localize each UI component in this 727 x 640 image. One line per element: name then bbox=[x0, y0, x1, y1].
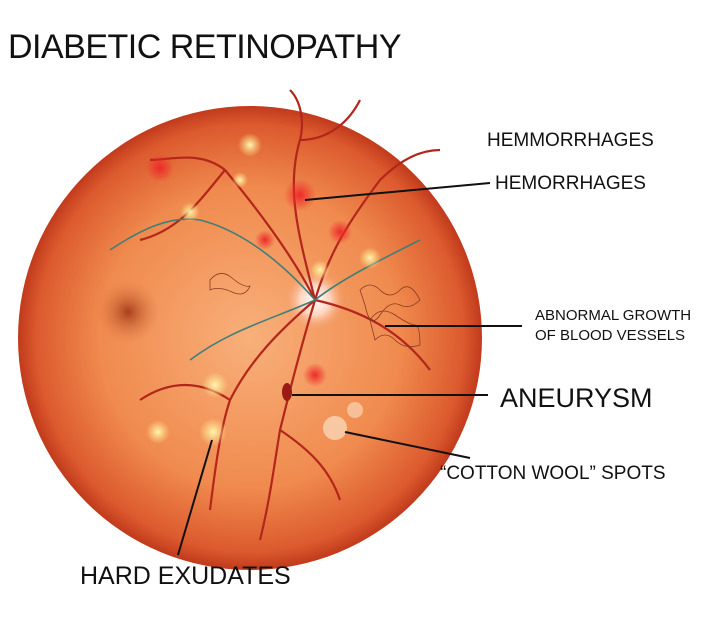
label-hemorrhages: HEMORRHAGES bbox=[495, 173, 646, 194]
veins bbox=[109, 218, 421, 361]
retina bbox=[18, 106, 482, 570]
cotton-wool-spots bbox=[323, 402, 363, 440]
aneurysm bbox=[282, 383, 292, 401]
label-abnormal-growth: ABNORMAL GROWTH OF BLOOD VESSELS bbox=[535, 306, 691, 346]
label-hemmorrhages: HEMMORRHAGES bbox=[487, 130, 654, 151]
leader-lines bbox=[177, 182, 522, 556]
hard-exudates bbox=[146, 133, 381, 446]
hemorrhages bbox=[146, 154, 352, 387]
macula bbox=[96, 280, 160, 344]
abnormal-vessels bbox=[209, 273, 421, 348]
label-abnormal-growth-line1: ABNORMAL GROWTH bbox=[535, 307, 692, 324]
label-abnormal-growth-line2: OF BLOOD VESSELS bbox=[535, 327, 686, 344]
diagram-title: DIABETIC RETINOPATHY bbox=[8, 28, 402, 66]
label-hard-exudates: HARD EXUDATES bbox=[80, 562, 291, 590]
label-aneurysm: ANEURYSM bbox=[500, 383, 653, 413]
label-cotton-wool-spots: “COTTON WOOL” SPOTS bbox=[440, 463, 666, 484]
